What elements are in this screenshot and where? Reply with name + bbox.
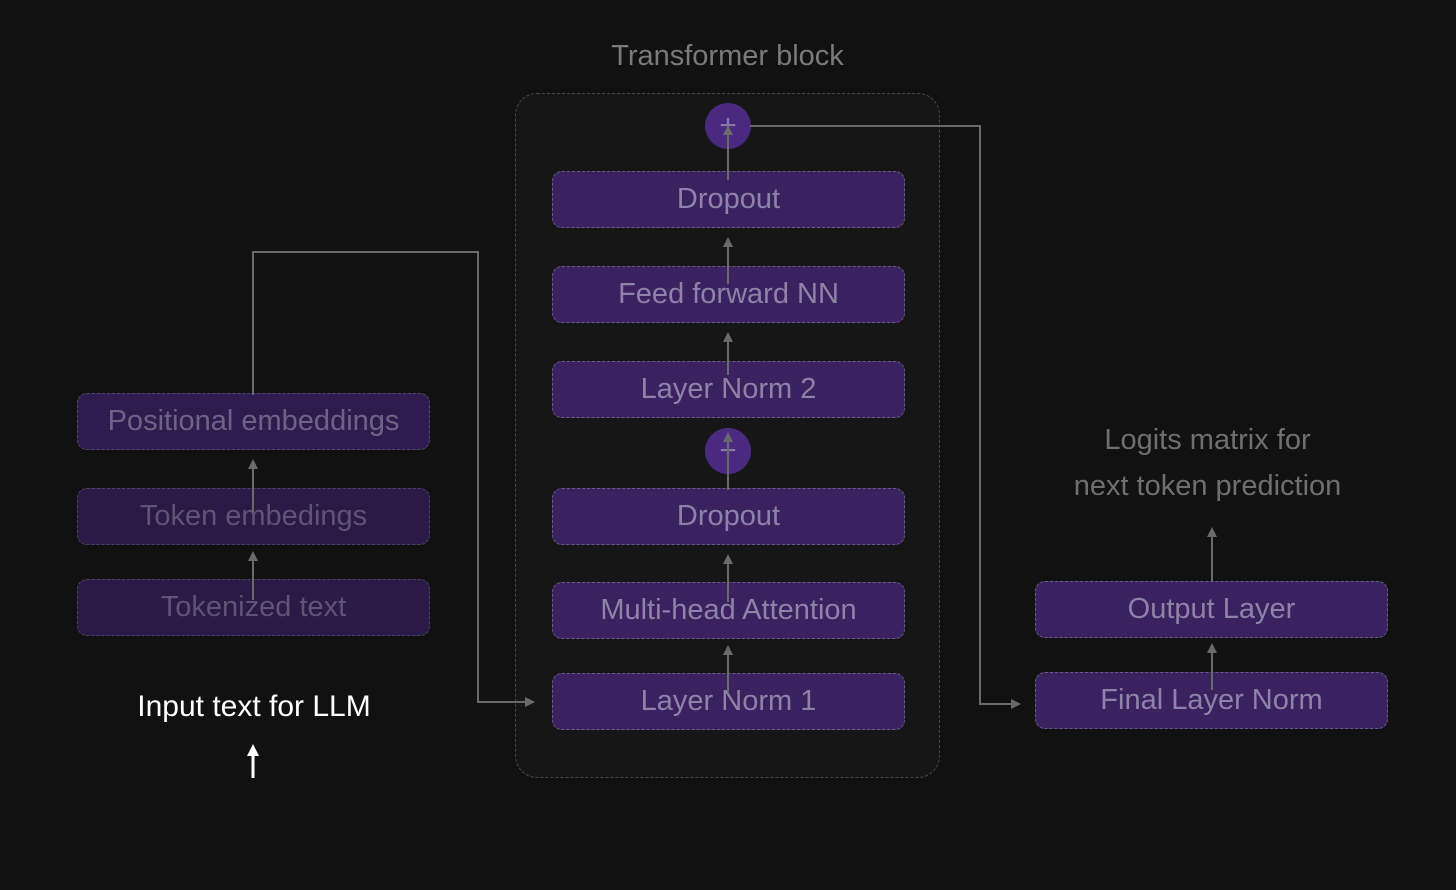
dropout-top-label: Dropout [676, 183, 781, 215]
layer-norm-2-label: Layer Norm 2 [640, 373, 817, 405]
final-layer-norm-label: Final Layer Norm [1100, 684, 1323, 716]
layer-norm-1-box: Layer Norm 1 [552, 673, 905, 730]
logits-caption: Logits matrix for next token prediction [1030, 417, 1385, 509]
tokenized-text-box: Tokenized text [77, 579, 430, 636]
tokenized-text-label: Tokenized text [160, 591, 347, 623]
layer-norm-1-label: Layer Norm 1 [640, 685, 817, 717]
layer-norm-2-box: Layer Norm 2 [552, 361, 905, 418]
dropout-bottom-box: Dropout [552, 488, 905, 545]
logits-caption-line-2: next token prediction [1073, 470, 1342, 502]
dropout-bottom-label: Dropout [676, 500, 781, 532]
add-symbol: + [719, 434, 737, 467]
input-text-label: Input text for LLM [137, 690, 371, 723]
add-symbol: + [719, 109, 737, 142]
token-embeddings-box: Token embedings [77, 488, 430, 545]
transformer-block-title: Transformer block [611, 40, 844, 72]
final-layer-norm-box: Final Layer Norm [1035, 672, 1388, 729]
multi-head-attention-label: Multi-head Attention [600, 594, 857, 626]
token-embeddings-label: Token embedings [139, 500, 368, 532]
positional-embeddings-label: Positional embeddings [107, 405, 400, 437]
feed-forward-box: Feed forward NN [552, 266, 905, 323]
residual-add-node-top: + [705, 103, 751, 149]
residual-add-node-middle: + [705, 428, 751, 474]
logits-caption-line-1: Logits matrix for [1104, 424, 1311, 456]
output-layer-box: Output Layer [1035, 581, 1388, 638]
dropout-top-box: Dropout [552, 171, 905, 228]
output-layer-label: Output Layer [1127, 593, 1296, 625]
multi-head-attention-box: Multi-head Attention [552, 582, 905, 639]
feed-forward-label: Feed forward NN [618, 278, 839, 310]
positional-embeddings-box: Positional embeddings [77, 393, 430, 450]
